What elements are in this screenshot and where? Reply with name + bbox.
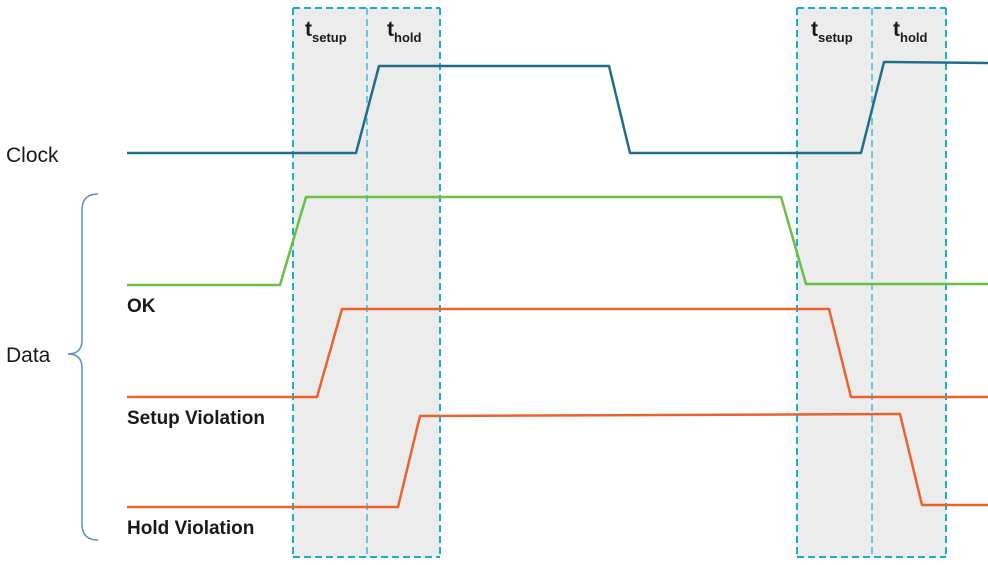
clock-waveform <box>127 60 988 155</box>
data-bracket <box>67 193 99 541</box>
data-label: Data <box>6 344 51 367</box>
clock-label: Clock <box>6 144 59 167</box>
setup-violation-label: Setup Violation <box>127 408 265 429</box>
timing-window-2 <box>796 7 947 558</box>
setup-window-2 <box>797 8 872 557</box>
ok-label: OK <box>127 296 156 317</box>
setup-violation-waveform <box>127 307 988 399</box>
setup-time-label-2: tsetup <box>811 18 853 45</box>
hold-window-2 <box>872 8 946 557</box>
hold-violation-waveform <box>127 412 988 509</box>
hold-violation-label: Hold Violation <box>127 518 254 539</box>
ok-data-waveform <box>127 195 988 287</box>
timing-window-1 <box>292 7 441 558</box>
setup-time-label-1: tsetup <box>305 18 347 45</box>
hold-window-1 <box>367 8 440 557</box>
setup-window-1 <box>293 8 367 557</box>
hold-time-label-2: thold <box>893 18 927 45</box>
hold-time-label-1: thold <box>387 18 421 45</box>
